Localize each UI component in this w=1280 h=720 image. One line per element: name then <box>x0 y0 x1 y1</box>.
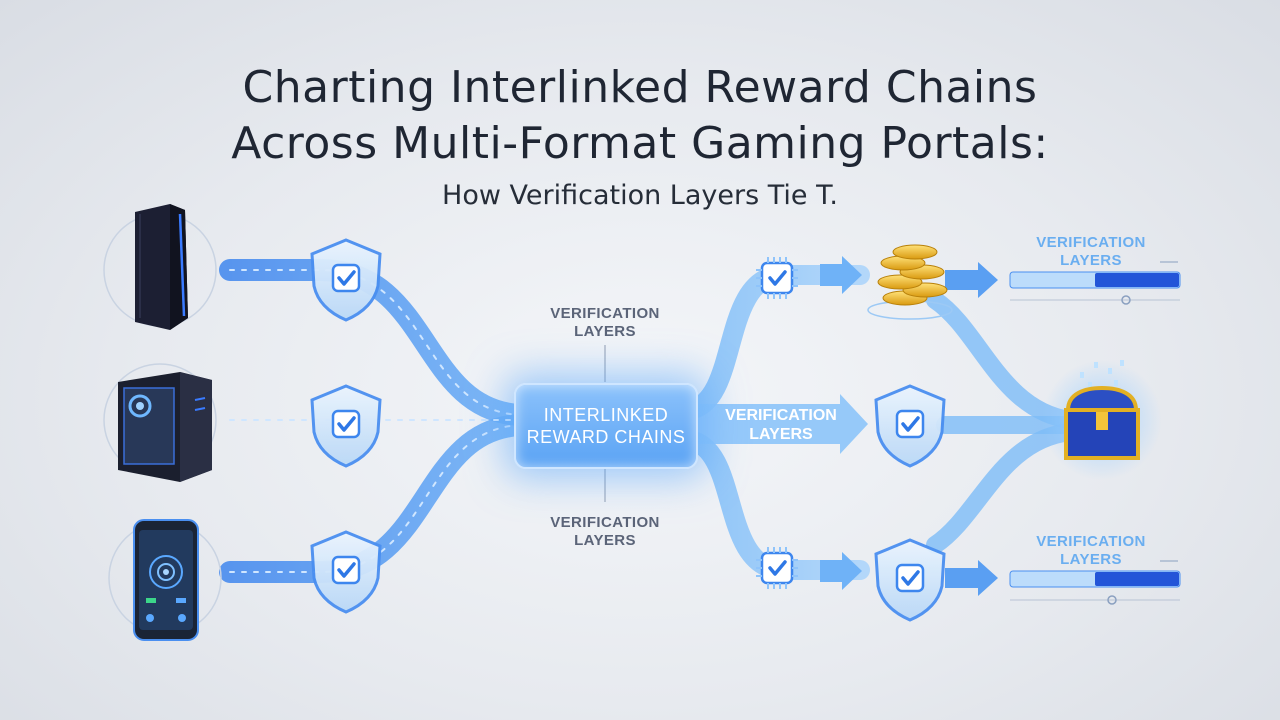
label-verification-layers-top: VERIFICATION LAYERS <box>550 305 660 340</box>
middle-arrow <box>694 394 868 454</box>
treasure-chest-icon <box>1042 360 1162 480</box>
bottom-progress-bar <box>1009 560 1181 605</box>
game-console-icon <box>135 204 188 330</box>
shield-check-icon-right-middle <box>874 384 946 468</box>
arrow-to-coins <box>820 256 862 294</box>
label-verification-layers-bottom: VERIFICATION LAYERS <box>550 514 660 549</box>
desktop-tower-icon <box>118 372 212 482</box>
top-progress-bar <box>1009 261 1181 305</box>
shield-check-icon-middle <box>310 384 382 468</box>
gold-coin-stack-icon <box>867 244 953 320</box>
mobile-phone-icon <box>133 519 199 641</box>
page-subtitle: How Verification Layers Tie T. <box>442 180 838 211</box>
page-title: Charting Interlinked Reward Chains <box>242 62 1038 113</box>
shield-check-icon-right-bottom <box>874 538 946 622</box>
label-verification-layers-bottom-right: VERIFICATION LAYERS <box>1036 533 1146 568</box>
interlinked-reward-chains-hub: INTERLINKED REWARD CHAINS <box>514 383 698 469</box>
page-title-line-2: Across Multi-Format Gaming Portals: <box>231 118 1049 169</box>
label-verification-layers-top-right: VERIFICATION LAYERS <box>1036 234 1146 269</box>
arrow-to-top-progress <box>945 262 998 298</box>
shield-check-icon-bottom <box>310 530 382 614</box>
shield-check-icon-top <box>310 238 382 322</box>
arrow-bottom-right <box>820 552 862 590</box>
arrow-to-bottom-progress <box>945 560 998 596</box>
label-verification-layers-arrow: VERIFICATION LAYERS <box>725 407 837 443</box>
